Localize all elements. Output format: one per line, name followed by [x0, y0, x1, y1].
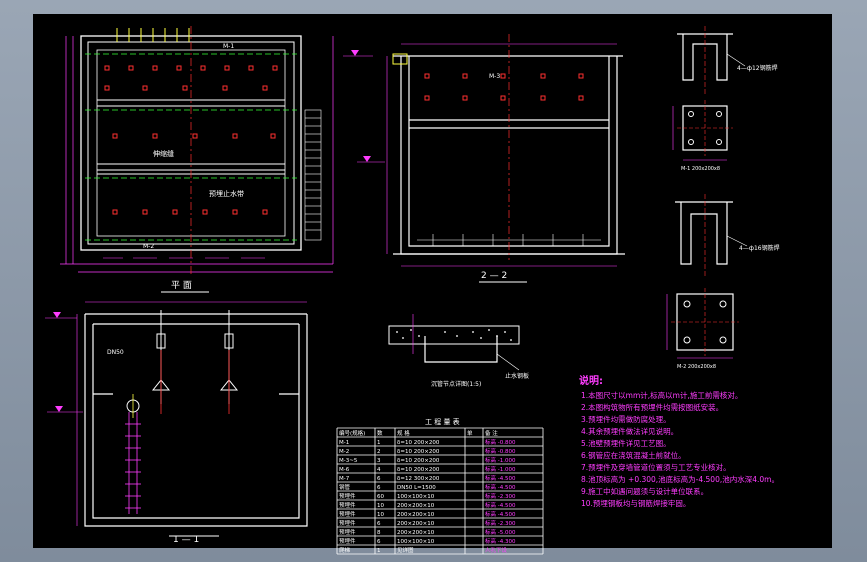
table-cell: 标高 -4.300	[485, 537, 516, 545]
note-line: 6.钢管应在浇筑混凝土前就位。	[581, 450, 686, 460]
joint-detail-name: 沉管节点详图(1:5)	[431, 380, 481, 388]
plan-m1-label: M-1	[223, 43, 234, 50]
table-cell: 爬梯	[339, 546, 351, 554]
plan-label-2: 预埋止水带	[209, 189, 244, 198]
table-cell: 预埋件	[339, 501, 356, 509]
note-line: 3.预埋件均需做防腐处理。	[581, 414, 671, 424]
table-header-cell: 数	[377, 429, 383, 437]
table-cell: 60	[377, 494, 384, 500]
table-cell: 200×200×10	[397, 521, 435, 527]
table-cell: 见详图	[397, 546, 414, 554]
table-cell: 标高 -4.500	[485, 501, 516, 509]
table-cell: 预埋件	[339, 519, 356, 527]
note-line: 10.预埋钢板均与钢筋焊接牢固。	[581, 498, 690, 508]
plate-a-label: M-1 200x200x8	[681, 166, 720, 172]
plan-label-1: 伸缩缝	[153, 149, 174, 158]
design-notes: 说明: 1.本图尺寸以mm计,标高以m计,施工前需核对。 2.本图构筑物所有预埋件…	[579, 374, 779, 508]
note-line: 5.池壁预埋件详见工艺图。	[581, 438, 671, 448]
note-line: 1.本图尺寸以mm计,标高以m计,施工前需核对。	[581, 390, 742, 400]
cad-canvas: 伸缩缝 预埋止水带 M-1 M-2 平 面	[45, 26, 780, 555]
section-m3-label: M-3	[489, 73, 500, 80]
table-cell: DN50 L=1500	[397, 485, 436, 491]
plan-view: 伸缩缝 预埋止水带 M-1 M-2 平 面	[60, 26, 334, 293]
table-cell: 标高 -4.500	[485, 510, 516, 518]
table-cell: δ=10 200×200	[397, 458, 440, 464]
section-2-2-title: 2 — 2	[481, 271, 507, 281]
table-cell: M-1	[339, 440, 349, 446]
table-cell: 200×200×10	[397, 503, 435, 509]
table-cell: 标高 -4.500	[485, 483, 516, 491]
plate-b-label: M-2 200x200x8	[677, 364, 716, 370]
table-cell: 预埋件	[339, 528, 356, 536]
plan-m2-label: M-2	[143, 243, 154, 250]
table-cell: 4	[377, 467, 381, 473]
table-cell: 6	[377, 539, 381, 545]
table-cell: 3	[377, 458, 381, 464]
note-line: 4.其余预埋件做法详见说明。	[581, 426, 678, 436]
table-cell: 10	[377, 503, 384, 509]
table-header-cell: 单	[467, 429, 473, 437]
table-header-cell: 编号(规格)	[339, 429, 365, 437]
note-line: 2.本图构筑物所有预埋件均需按图纸安装。	[581, 402, 723, 412]
section-1-1: DN50 1 — 1	[45, 301, 308, 545]
section-1-1-title: 1 — 1	[173, 535, 199, 545]
table-cell: δ=10 200×200	[397, 440, 440, 446]
table-cell: 标高 -0.800	[485, 438, 516, 446]
plan-title: 平 面	[171, 280, 192, 291]
table-cell: 标高 -0.800	[485, 447, 516, 455]
section-2-2: M-3 2 — 2	[343, 34, 625, 283]
cad-drawing-sheet: 伸缩缝 预埋止水带 M-1 M-2 平 面	[33, 14, 832, 555]
table-cell: 人孔下设	[485, 546, 508, 554]
table-title: 工 程 量 表	[425, 417, 460, 426]
joint-detail-tag: 止水钢板	[505, 372, 529, 380]
table-header-cell: 备 注	[485, 429, 498, 437]
steel-bar-label-a: 4—ф12钢筋焊	[737, 64, 778, 72]
table-cell: 6	[377, 521, 381, 527]
table-cell: δ=10 200×200	[397, 449, 440, 455]
table-cell: 200×200×10	[397, 530, 435, 536]
table-cell: 标高 -2.300	[485, 492, 516, 500]
table-cell: 1	[377, 548, 381, 554]
table-cell: 200×200×10	[397, 512, 435, 518]
table-cell: 100×100×10	[397, 494, 435, 500]
table-cell: 预埋件	[339, 492, 356, 500]
table-cell: 6	[377, 476, 381, 482]
table-cell: 标高 -5.000	[485, 528, 516, 536]
joint-detail: 止水钢板 沉管节点详图(1:5)	[388, 314, 529, 388]
table-cell: 标高 -1.000	[485, 456, 516, 464]
table-cell: 1	[377, 440, 381, 446]
table-cell: 10	[377, 512, 384, 518]
table-cell: δ=10 200×200	[397, 467, 440, 473]
table-cell: M-6	[339, 467, 350, 473]
section-pipe-label: DN50	[107, 349, 124, 356]
steel-bar-label-b: 4—ф16钢筋焊	[739, 244, 780, 252]
notes-heading: 说明:	[579, 374, 603, 387]
table-cell: 预埋件	[339, 537, 356, 545]
table-cell: 标高 -1.000	[485, 465, 516, 473]
table-cell: 100×100×10	[397, 539, 435, 545]
note-line: 7.预埋件及穿墙管道位置须与工艺专业核对。	[581, 462, 731, 472]
note-line: 9.施工中如遇问题须与设计单位联系。	[581, 486, 708, 496]
table-cell: 8	[377, 530, 381, 536]
table-cell: 6	[377, 485, 381, 491]
table-cell: M-2	[339, 449, 349, 455]
table-cell: M-7	[339, 476, 350, 482]
note-line: 8.池顶标高为 +0.300,池底标高为-4.500,池内水深4.0m。	[581, 474, 779, 484]
table-cell: 预埋件	[339, 510, 356, 518]
table-cell: M-3~5	[339, 458, 358, 464]
table-cell: δ=12 300×200	[397, 476, 440, 482]
quantity-table: 工 程 量 表 编号(规格) 数 规 格 单 备 注 M-1 1 δ=10 200×200 标高…	[336, 417, 544, 555]
table-cell: 2	[377, 449, 381, 455]
embedded-part-details: 4—ф12钢筋焊 M-1 200x200x8 4—ф16钢筋焊 M-2 200x…	[666, 26, 780, 370]
table-cell: 标高 -2.300	[485, 519, 516, 527]
table-cell: 标高 -4.500	[485, 474, 516, 482]
table-header-cell: 规 格	[397, 429, 410, 437]
table-cell: 钢管	[339, 483, 351, 491]
